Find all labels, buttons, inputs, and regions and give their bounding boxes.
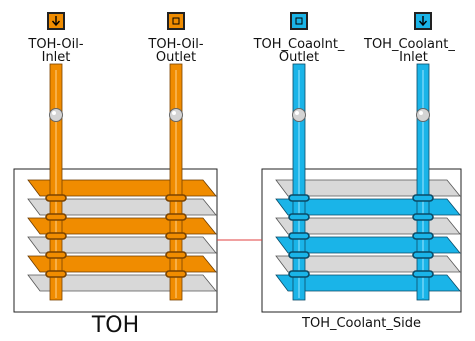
toh-plate — [27, 255, 217, 273]
component-label-toh: TOH — [91, 313, 140, 338]
pipe-collars — [45, 194, 434, 278]
port-label-line: Inlet — [399, 50, 428, 64]
port-label-line: TOH_Coolant_ — [364, 38, 455, 52]
coolant-plate — [275, 236, 461, 254]
valve-ball-icon[interactable] — [169, 108, 183, 122]
valve-ball-icon[interactable] — [416, 108, 430, 122]
port-label-line: TOH_Coaolnt_ — [253, 37, 345, 52]
square-port-icon[interactable] — [290, 12, 308, 30]
valve-ball-icon[interactable] — [49, 108, 63, 122]
down-arrow-port-icon[interactable] — [47, 12, 65, 30]
port-label-toh-oil-inlet: TOH-Oil- Inlet — [6, 38, 106, 64]
coolant-plates — [275, 179, 461, 292]
port-label-line: Outlet — [155, 50, 197, 65]
coolant-plate — [275, 274, 461, 292]
coolant-plate — [275, 255, 461, 273]
toh-plate — [27, 236, 217, 254]
port-label-toh-oil-outlet: TOH-Oil- Outlet — [126, 38, 226, 64]
coolant-inlet-pipe — [416, 63, 430, 301]
port-label-toh-coolant-inlet: TOH_Coolant_ Inlet — [362, 38, 475, 64]
down-arrow-port-icon[interactable] — [414, 12, 432, 30]
coolant-outlet-pipe — [292, 63, 306, 301]
valve-ball-icon[interactable] — [292, 108, 306, 122]
toh-plates — [27, 179, 217, 292]
port-label-toh-coolant-outlet: TOH_Coaolnt_ Outlet — [239, 38, 359, 64]
component-label-toh-coolant-side: TOH_Coolant_Side — [302, 316, 421, 331]
coolant-plate — [275, 198, 461, 216]
toh-plate — [27, 217, 217, 235]
square-port-icon[interactable] — [167, 12, 185, 30]
port-label-line: Inlet — [41, 50, 71, 65]
oil-outlet-pipe — [169, 63, 183, 301]
port-label-line: TOH-Oil- — [148, 37, 204, 52]
coolant-plate — [275, 217, 461, 235]
toh-plate — [27, 179, 217, 197]
port-label-line: TOH-Oil- — [28, 37, 84, 52]
port-label-line: Outlet — [278, 50, 320, 65]
coolant-plate — [275, 179, 461, 197]
toh-plate — [27, 198, 217, 216]
oil-inlet-pipe — [49, 63, 63, 301]
toh-plate — [27, 274, 217, 292]
